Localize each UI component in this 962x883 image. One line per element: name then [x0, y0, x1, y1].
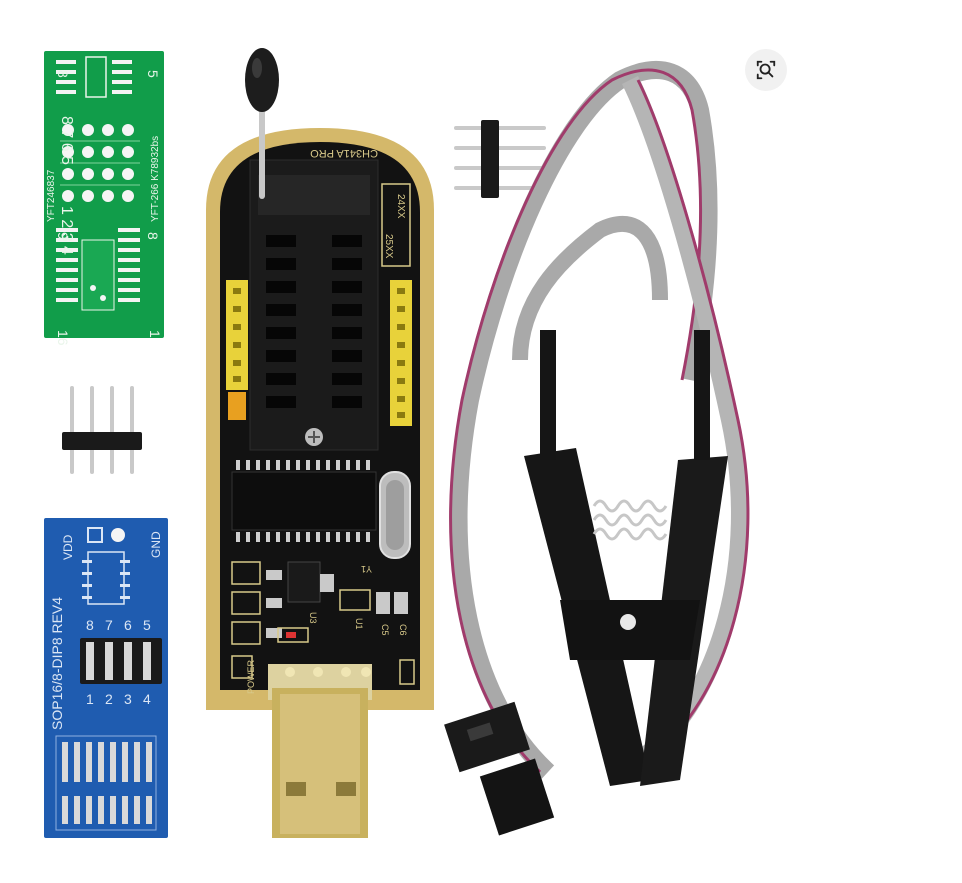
green-pin-top-right: 5	[145, 70, 161, 78]
green-adapter-board: YFT246837 YFT-266 K78932bs 8 5 9 8 16 1 …	[44, 51, 164, 346]
blue-adapter-board: VDD GND SOP16/8-DIP8 REV4 8 7 6 5 1 2 3 …	[44, 518, 168, 838]
soic-clip	[524, 330, 728, 786]
blue-dip-header	[80, 638, 162, 684]
label-c6: C6	[398, 624, 408, 636]
blue-pin-8: 8	[86, 617, 94, 633]
zoom-in-icon	[756, 60, 776, 80]
socket-24xx-label: 24XX	[395, 194, 406, 219]
green-pin-top-left: 8	[55, 70, 71, 78]
green-pin-mid-right: 8	[145, 232, 161, 240]
blue-vdd-label: VDD	[61, 534, 75, 560]
ch341a-programmer: 24XX 25XX CH341A PRO	[206, 48, 434, 838]
green-row-bottom: 1 2 3 4	[58, 206, 75, 255]
blue-model-label: SOP16/8-DIP8 REV4	[49, 597, 65, 730]
green-pin-mid-left: 9	[55, 232, 71, 240]
label-y1: Y1	[361, 564, 372, 574]
green-label-right: YFT-266 K78932bs	[150, 136, 161, 222]
small-components	[231, 561, 415, 685]
green-label-left: YFT246837	[46, 169, 57, 222]
idc-connector	[444, 701, 555, 836]
soic-clip-cable	[444, 61, 750, 836]
zif-socket	[249, 159, 379, 451]
blue-pin-2: 2	[105, 691, 113, 707]
blue-pin-4: 4	[143, 691, 151, 707]
pin-header-left	[62, 386, 142, 474]
socket-25xx-label: 25XX	[383, 234, 394, 259]
blue-pin-1: 1	[86, 691, 94, 707]
blue-gnd-label: GND	[149, 531, 163, 558]
label-u3: U3	[308, 612, 318, 624]
green-row-top: 8 7 6 5	[58, 116, 75, 165]
label-power: POWER	[246, 659, 256, 694]
blue-pin-6: 6	[124, 617, 132, 633]
green-pin-low-left: 16	[55, 330, 71, 346]
zif-lever	[245, 48, 279, 199]
pin-header-top	[454, 120, 546, 198]
yellow-header-left	[226, 280, 248, 420]
label-c5: C5	[380, 624, 390, 636]
blue-pin-7: 7	[105, 617, 113, 633]
label-u1: U1	[354, 618, 364, 630]
blue-pin-3: 3	[124, 691, 132, 707]
usb-connector	[268, 664, 372, 838]
ch341a-chip	[231, 460, 377, 542]
programmer-model-label: CH341A PRO	[310, 147, 378, 159]
yellow-header-right	[390, 280, 412, 426]
zoom-button[interactable]	[745, 49, 787, 91]
blue-pin-5: 5	[143, 617, 151, 633]
green-pin-low-right: 1	[147, 330, 163, 338]
crystal-y1	[379, 471, 411, 559]
